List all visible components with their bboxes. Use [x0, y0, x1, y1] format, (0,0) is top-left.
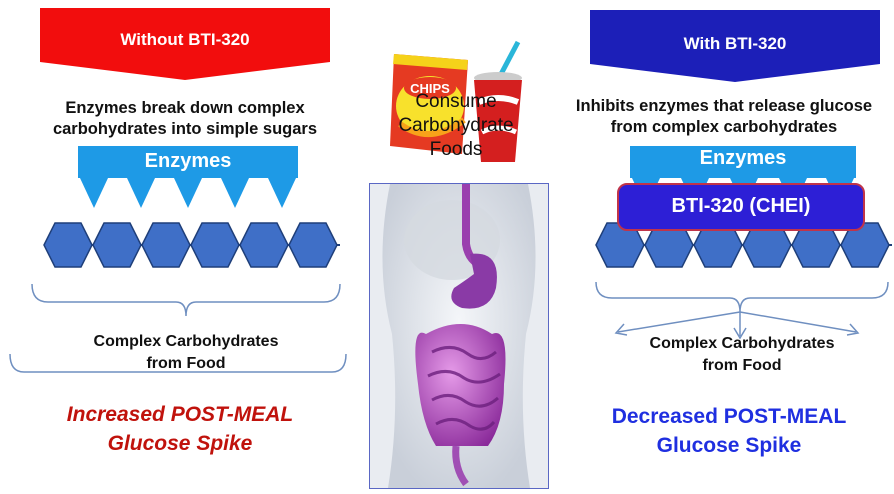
left-hexagon-chain: [43, 222, 340, 268]
right-description-line: Inhibits enzymes that release glucose: [575, 97, 873, 115]
right-description-line: from complex carbohydrates: [610, 118, 838, 136]
center-label: Consume Carbohydrate Foods: [376, 90, 536, 162]
left-result: Increased POST-MEAL Glucose Spike: [10, 400, 350, 458]
left-description-line: carbohydrates into simple sugars: [52, 120, 318, 138]
left-description: Enzymes break down complex carbohydrates…: [10, 98, 360, 140]
right-carbs-line: from Food: [702, 357, 782, 374]
carbohydrate-hexagon: [190, 222, 240, 268]
carbohydrate-hexagon: [595, 222, 645, 268]
left-upper-brace: [31, 283, 341, 317]
inhibitor-label: BTI-320 (CHEI): [671, 195, 811, 217]
right-banner-shape: [590, 10, 880, 82]
left-banner-title: Without BTI-320: [120, 30, 250, 49]
left-carbs-line: from Food: [146, 355, 226, 372]
carbohydrate-hexagon: [141, 222, 191, 268]
chips-bag-icon: CHIPS: [390, 54, 468, 154]
carbohydrate-hexagon: [92, 222, 142, 268]
right-hexagon-chain: [595, 222, 892, 268]
left-carbs-label: Complex Carbohydrates from Food: [30, 331, 342, 375]
right-enzymes-label: Enzymes: [699, 147, 787, 169]
right-brace-arrows: [595, 281, 889, 340]
center-label-line: Foods: [429, 139, 483, 160]
right-result: Decreased POST-MEAL Glucose Spike: [574, 402, 884, 460]
right-carbs-line: Complex Carbohydrates: [649, 335, 835, 352]
left-result-line: Glucose Spike: [107, 432, 253, 455]
right-carbs-label: Complex Carbohydrates from Food: [594, 333, 890, 377]
right-result-line: Decreased POST-MEAL: [611, 405, 847, 428]
right-description: Inhibits enzymes that release glucose fr…: [554, 96, 894, 138]
carbohydrate-hexagon: [239, 222, 289, 268]
center-label-line: Consume: [415, 91, 497, 112]
left-description-line: Enzymes break down complex: [65, 99, 305, 117]
soda-cup-icon: [474, 40, 522, 162]
left-lower-brace: [9, 353, 347, 373]
carbohydrate-hexagon: [288, 222, 338, 268]
left-carbs-line: Complex Carbohydrates: [93, 333, 279, 350]
left-enzymes-label: Enzymes: [144, 150, 232, 172]
carbohydrate-hexagon: [43, 222, 93, 268]
left-enzyme-shape: [78, 146, 298, 208]
inhibitor-box: [617, 183, 865, 231]
right-result-line: Glucose Spike: [656, 434, 802, 457]
chips-text: CHIPS: [410, 81, 450, 96]
center-label-line: Carbohydrate: [398, 115, 514, 136]
right-banner-title: With BTI-320: [683, 34, 787, 53]
left-banner-shape: [40, 8, 330, 80]
digestive-system-image: [370, 184, 548, 488]
body-image-frame: [369, 183, 549, 489]
left-result-line: Increased POST-MEAL: [66, 403, 294, 426]
